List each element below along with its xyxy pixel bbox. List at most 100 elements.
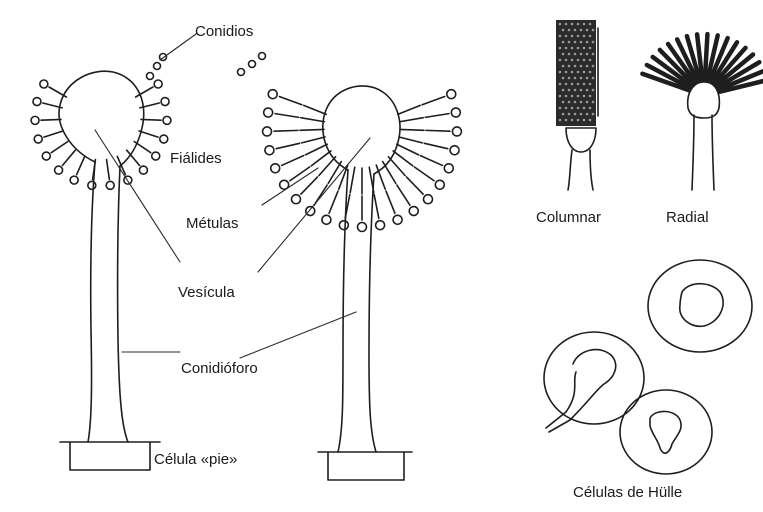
spore-dot xyxy=(562,29,565,32)
metula xyxy=(400,118,424,122)
spore-dot xyxy=(586,113,589,116)
spore-dot xyxy=(571,47,574,50)
phialide xyxy=(107,160,110,180)
spore-dot xyxy=(580,113,583,116)
spore-dot xyxy=(559,83,562,86)
phialide xyxy=(62,150,75,165)
spore-dot xyxy=(565,83,568,86)
spore-dot xyxy=(568,29,571,32)
spore-dot xyxy=(559,119,562,122)
spore-dot xyxy=(589,107,592,110)
conidium xyxy=(292,195,301,204)
spore-dot xyxy=(565,23,568,26)
metula xyxy=(383,162,396,184)
conidium xyxy=(409,207,418,216)
conidium xyxy=(33,98,41,106)
phialide xyxy=(141,119,161,120)
label-fialides: Fiálides xyxy=(170,151,222,166)
conidium xyxy=(249,61,256,68)
spore-chain xyxy=(705,34,708,80)
columnar-vesicle xyxy=(566,128,596,152)
phialide xyxy=(397,185,410,205)
spore-dot xyxy=(589,35,592,38)
spore-dot xyxy=(589,119,592,122)
left-conidiophore xyxy=(31,54,171,471)
phialide xyxy=(134,141,151,152)
spore-dot xyxy=(589,59,592,62)
leader-conidios xyxy=(160,34,196,60)
spore-dot xyxy=(583,35,586,38)
phialide xyxy=(275,114,299,118)
spore-dot xyxy=(586,41,589,44)
spore-dot xyxy=(577,107,580,110)
phialide xyxy=(386,191,395,213)
spore-dot xyxy=(589,23,592,26)
conidium xyxy=(435,180,444,189)
conidium xyxy=(163,116,171,124)
left-stipe-right-wall xyxy=(118,166,128,442)
radial-spore-chains xyxy=(642,34,763,92)
hulle-cell-left xyxy=(544,332,644,424)
phialide xyxy=(51,141,68,152)
leader-vesicula-middle xyxy=(258,138,370,272)
spore-dot xyxy=(586,65,589,68)
metula xyxy=(399,137,422,143)
middle-foot-cell xyxy=(318,452,412,480)
spore-dot xyxy=(589,71,592,74)
spore-dot xyxy=(580,53,583,56)
spore-dot xyxy=(574,53,577,56)
spore-dot xyxy=(577,35,580,38)
spore-dot xyxy=(559,59,562,62)
spore-dot xyxy=(589,83,592,86)
label-conidios: Conidios xyxy=(195,24,253,39)
spore-dot xyxy=(559,95,562,98)
phialide xyxy=(276,143,299,148)
spore-dot xyxy=(574,41,577,44)
spore-dot xyxy=(580,101,583,104)
spore-dot xyxy=(568,53,571,56)
spore-dot xyxy=(577,83,580,86)
spore-dot xyxy=(577,119,580,122)
metula xyxy=(388,157,405,176)
conidium xyxy=(423,195,432,204)
spore-dot xyxy=(586,77,589,80)
spore-dot xyxy=(571,95,574,98)
conidium xyxy=(154,63,161,70)
metula xyxy=(350,167,355,193)
spore-dot xyxy=(571,35,574,38)
spore-dot xyxy=(571,83,574,86)
spore-dot xyxy=(562,113,565,116)
metula xyxy=(393,151,413,166)
leader-lines xyxy=(95,34,370,358)
conidium xyxy=(268,90,277,99)
metula xyxy=(304,105,327,114)
spore-dot xyxy=(571,107,574,110)
spore-dot xyxy=(583,59,586,62)
spore-dot xyxy=(580,65,583,68)
phialide xyxy=(422,97,445,105)
spore-dot xyxy=(592,29,595,32)
phialide xyxy=(374,195,379,219)
left-foot-cell xyxy=(60,442,160,470)
spore-dot xyxy=(568,41,571,44)
spore-dot xyxy=(580,41,583,44)
conidium xyxy=(358,223,367,232)
spore-dot xyxy=(592,113,595,116)
middle-stipe-right-wall xyxy=(369,174,376,452)
spore-dot xyxy=(592,41,595,44)
columnar-head xyxy=(556,20,598,190)
spore-dot xyxy=(592,65,595,68)
label-vesicula: Vesícula xyxy=(178,285,235,300)
spore-dot xyxy=(574,101,577,104)
spore-dot xyxy=(565,35,568,38)
spore-dot xyxy=(568,65,571,68)
spore-dot xyxy=(574,29,577,32)
spore-dot xyxy=(589,47,592,50)
phialide xyxy=(301,177,318,194)
hulle-cell-top-lumen xyxy=(680,284,723,327)
spore-dot xyxy=(562,101,565,104)
spore-dot xyxy=(574,89,577,92)
conidium xyxy=(447,90,456,99)
phialide xyxy=(426,130,450,131)
radial-head xyxy=(642,34,763,190)
